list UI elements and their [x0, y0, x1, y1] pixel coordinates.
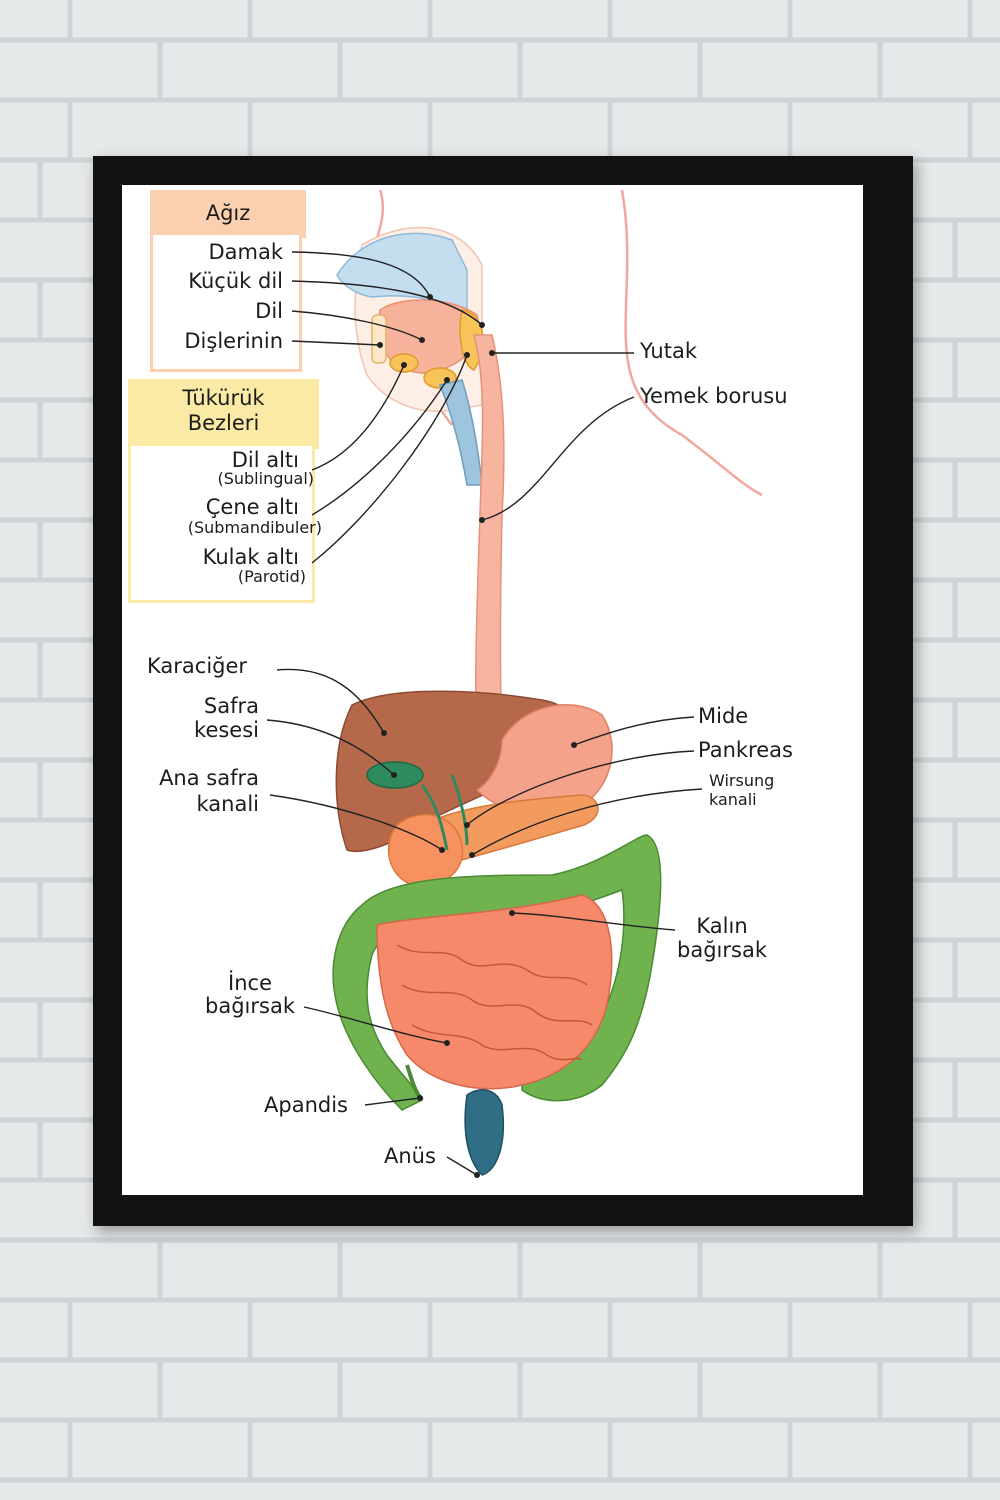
teeth — [371, 314, 387, 364]
salivary-group-title-line1: Tükürük — [182, 386, 265, 410]
leader-ince — [303, 1006, 448, 1044]
label-submandibuler: (Submandibuler) — [187, 518, 322, 537]
label-damak: Damak — [208, 240, 283, 264]
label-pankreas: Pankreas — [698, 738, 793, 762]
mouth-group-title: Ağız — [205, 201, 251, 225]
leader-damak — [291, 251, 431, 298]
label-sublingual: (Sublingual) — [217, 469, 314, 488]
digestive-system-illustration — [266, 189, 763, 1178]
leader-apandis — [364, 1097, 421, 1106]
rectum — [464, 1089, 505, 1176]
label-karaciger: Karaciğer — [147, 654, 248, 678]
leader-cene-alti — [311, 379, 448, 516]
mouth-group-box — [150, 232, 302, 372]
leader-dil-alti — [311, 364, 405, 471]
label-mide: Mide — [698, 704, 749, 728]
leader-yemek-borusu — [481, 396, 635, 521]
label-cene-alti: Çene altı — [205, 495, 299, 519]
label-ana-safra-line1: Ana safra — [159, 766, 259, 790]
label-kucuk-dil: Küçük dil — [188, 269, 283, 293]
intestine-folds — [396, 944, 593, 1061]
label-yemek-borusu: Yemek borusu — [640, 384, 788, 408]
bile-duct — [420, 774, 469, 851]
label-dil-alti: Dil altı — [231, 448, 299, 472]
label-safra-line1: Safra — [203, 694, 259, 718]
leader-dil — [291, 310, 423, 341]
leader-safra — [266, 719, 395, 776]
label-ana-safra-line2: kanali — [196, 792, 259, 816]
label-parotid: (Parotid) — [237, 567, 306, 586]
salivary-group-box — [128, 443, 315, 603]
poster: Ağız Damak Küçük dil Dil Dişlerinin Tükü… — [122, 185, 863, 1195]
leader-mide — [573, 716, 695, 746]
leader-ana-safra — [269, 794, 443, 851]
label-wirsung-line2: kanali — [709, 790, 757, 809]
label-safra-line2: kesesi — [194, 718, 259, 742]
label-yutak: Yutak — [640, 339, 697, 363]
label-dil: Dil — [255, 299, 283, 323]
label-anus: Anüs — [384, 1144, 436, 1168]
label-wirsung-line1: Wirsung — [709, 771, 775, 790]
leader-kucuk-dil — [291, 280, 483, 326]
duodenum — [387, 814, 464, 887]
salivary-group-title-line2: Bezleri — [187, 411, 260, 435]
label-ince-line2: bağırsak — [205, 994, 295, 1018]
leader-wirsung — [471, 788, 703, 856]
label-kalin-line1: Kalın — [696, 914, 748, 938]
leader-anus — [446, 1156, 478, 1176]
leader-karaciger — [276, 668, 385, 734]
label-apandis: Apandis — [264, 1093, 348, 1117]
leader-kulak-alti — [311, 354, 468, 564]
label-dislerinin: Dişlerinin — [184, 329, 283, 353]
leader-dislerinin — [291, 340, 381, 346]
leader-pankreas — [466, 750, 695, 826]
label-kulak-alti: Kulak altı — [202, 545, 299, 569]
label-kalin-line2: bağırsak — [677, 938, 767, 962]
label-ince-line1: İnce — [228, 971, 272, 995]
leader-kalin — [511, 912, 676, 931]
